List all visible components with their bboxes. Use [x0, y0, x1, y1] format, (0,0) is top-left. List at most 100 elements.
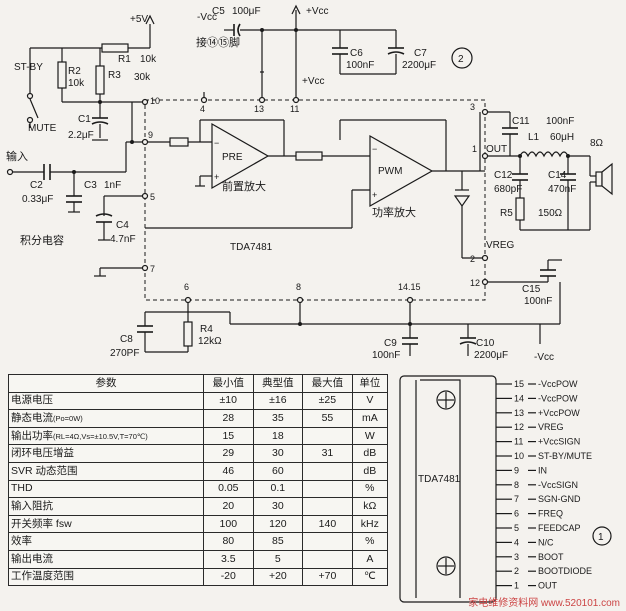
mute-label: MUTE [28, 123, 57, 134]
param-cell: 开关频率 fsw [8, 514, 204, 534]
pin-4: 4 [200, 104, 205, 114]
cell-typ: 35 [252, 409, 304, 428]
cell-max [302, 532, 353, 551]
param-cell: SVR 动态范围 [8, 461, 204, 481]
package-pin-name: +VccSIGN [538, 437, 580, 447]
header-unit: 单位 [351, 374, 389, 393]
param-name: 静态电流 [11, 411, 53, 424]
cell-min: 15 [203, 426, 254, 446]
cell-unit: W [351, 426, 389, 446]
param-cell: THD [8, 479, 204, 499]
r3-label: R3 [108, 70, 121, 81]
minus-vcc-out-label: -Vcc [534, 352, 554, 363]
r4-value: 12kΩ [198, 336, 222, 347]
r1-resistor [101, 43, 129, 53]
spec-table-header: 参数 最小值 典型值 最大值 单位 [8, 374, 389, 393]
header-min: 最小值 [203, 374, 254, 393]
cell-max [302, 549, 353, 569]
r2-resistor [57, 61, 67, 89]
c10-label: C10 [476, 338, 495, 349]
package-pin-number: 3 [514, 552, 519, 562]
cell-min: 28 [203, 409, 254, 428]
package-pin-name: -VccSIGN [538, 480, 578, 490]
cell-unit: % [351, 532, 389, 551]
cell-max [302, 479, 353, 499]
cell-min: 0.05 [203, 479, 254, 499]
cell-unit: ℃ [351, 567, 389, 587]
speaker-label: 8Ω [590, 138, 604, 149]
pin-7: 7 [150, 264, 155, 274]
package-pin-name: BOOT [538, 552, 564, 562]
badge-2 [451, 47, 473, 69]
param-cell: 电源电压 [8, 391, 204, 411]
plus5v-label: +5V [130, 14, 148, 25]
cell-typ: ±16 [252, 391, 304, 411]
svg-text:+: + [372, 190, 377, 200]
integ-cap-label: 积分电容 [20, 233, 64, 247]
cell-typ: 30 [252, 497, 304, 516]
c1-label: C1 [78, 114, 91, 125]
cell-unit: dB [351, 444, 389, 463]
r3-value: 30k [134, 72, 151, 83]
header-max: 最大值 [302, 374, 353, 393]
st-by-label: ST-BY [14, 62, 43, 73]
ic-outline [144, 99, 486, 301]
vcc-pin-label: +Vcc [302, 76, 325, 87]
c11-label: C11 [512, 116, 530, 127]
cell-max: ±25 [302, 391, 353, 411]
pin14-15-note: 接⑭⑮脚 [196, 35, 240, 49]
pin-10: 10 [150, 96, 160, 106]
watermark: 家电维修资料网 www.520101.com [468, 598, 620, 609]
c7-value: 2200μF [402, 60, 436, 71]
r5-value: 150Ω [538, 208, 563, 219]
package-pin-name: N/C [538, 537, 554, 547]
package-hole-top [436, 390, 456, 410]
header-typ: 典型值 [252, 374, 304, 393]
param-cell: 闭环电压增益 [8, 444, 204, 463]
package-pin-number: 9 [514, 465, 519, 475]
header-param: 参数 [8, 374, 204, 393]
c12-label: C12 [494, 170, 513, 181]
package-pin-name: IN [538, 465, 547, 475]
package-pin-number: 11 [514, 437, 523, 447]
c14-label: C14 [548, 170, 567, 181]
cell-min: 46 [203, 461, 254, 481]
c14-value: 470nF [548, 184, 576, 195]
r5-resistor [515, 197, 525, 221]
param-name: 输入阻抗 [11, 499, 53, 512]
c8-label: C8 [120, 334, 133, 345]
package-pin-name: ST-BY/MUTE [538, 451, 592, 461]
cell-min: 100 [203, 514, 254, 534]
badge-2-label: 2 [458, 54, 464, 65]
package-pin-number: 4 [514, 537, 519, 547]
package-pin-number: 12 [514, 422, 524, 432]
c4-value: 4.7nF [110, 234, 136, 245]
c6-value: 100nF [346, 60, 374, 71]
cell-unit: A [351, 549, 389, 569]
r1-value: 10k [140, 54, 157, 65]
param-cell: 工作温度范围 [8, 567, 204, 587]
c15-value: 100nF [524, 296, 552, 307]
c3-label: C3 [84, 180, 97, 191]
param-cell: 静态电流(Po=0W) [8, 409, 204, 428]
c1-value: 2.2μF [68, 130, 94, 141]
cell-unit: % [351, 479, 389, 499]
plus-vcc-top-label: +Vcc [306, 6, 329, 17]
package-pin-number: 14 [514, 393, 524, 403]
table-row: 工作温度范围-20+20+70℃ [8, 567, 389, 587]
c4-label: C4 [116, 220, 129, 231]
cell-min: 3.5 [203, 549, 254, 569]
badge-1 [592, 526, 612, 546]
cell-typ: 5 [252, 549, 304, 569]
badge-1-label: 1 [598, 532, 604, 543]
l1-value: 60μH [550, 132, 574, 143]
svg-text:−: − [372, 144, 377, 154]
c2-label: C2 [30, 180, 43, 191]
